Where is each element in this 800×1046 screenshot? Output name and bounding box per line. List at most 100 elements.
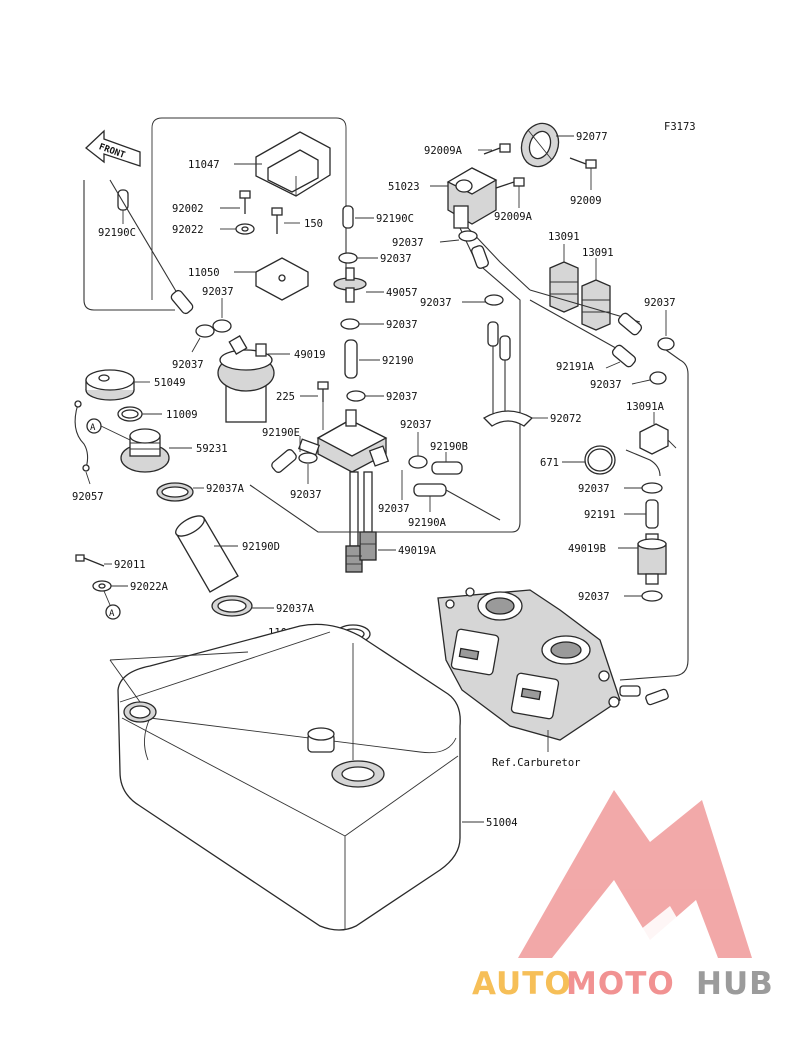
screw-92009 <box>569 157 597 169</box>
part-label-92037-a: 92037 <box>202 286 234 298</box>
screw-225 <box>317 381 329 402</box>
part-label-92190e: 92190E <box>262 427 300 439</box>
part-label-92190a: 92190A <box>408 517 447 529</box>
part-label-13091-a: 13091 <box>548 231 580 243</box>
hose-92190d <box>175 515 239 593</box>
part-label-92037-d: 92037 <box>386 319 418 331</box>
hose-segment-filter <box>170 289 194 315</box>
watermark-auto: AUTO <box>472 966 572 1002</box>
hose-92190 <box>344 339 358 379</box>
part-label-92037-b: 92037 <box>172 359 204 371</box>
part-label-92009a-top: 92009A <box>424 145 463 157</box>
part-label-671: 671 <box>540 457 559 469</box>
part-label-92037-f: 92037 <box>290 489 322 501</box>
part-label-49019a: 49019A <box>398 545 437 557</box>
part-label-92037-k: 92037 <box>644 297 676 309</box>
hose-92190a <box>413 483 447 497</box>
part-label-92009: 92009 <box>570 195 602 207</box>
part-label-92037-j: 92037 <box>420 297 452 309</box>
part-label-92002: 92002 <box>172 203 204 215</box>
hose-segment-right <box>611 312 643 368</box>
marker-a-1: A <box>86 418 102 434</box>
part-label-92077: 92077 <box>576 131 608 143</box>
bolt-150 <box>271 207 283 234</box>
fuel-filter-49019 <box>217 335 275 423</box>
hose-route-vertical <box>492 346 506 420</box>
part-label-13091a: 13091A <box>626 401 665 413</box>
part-label-92037a-1: 92037A <box>206 483 245 495</box>
fuel-tank-51004 <box>117 623 461 931</box>
part-label-49019b: 49019B <box>568 543 606 555</box>
clamp-92037-d <box>340 318 360 330</box>
watermark-logo-shape <box>518 790 752 958</box>
part-label-49019: 49019 <box>294 349 326 361</box>
clamp-92037-n <box>641 590 663 602</box>
bracket-11050 <box>255 257 309 301</box>
clamp-92037-f <box>298 452 318 464</box>
part-label-11047: 11047 <box>188 159 220 171</box>
hose-holder-13091-b <box>581 279 611 331</box>
part-label-92037-c: 92037 <box>380 253 412 265</box>
hose-holder-13091-a <box>549 261 579 313</box>
o-ring-671 <box>584 445 616 475</box>
part-label-92037-l: 92037 <box>590 379 622 391</box>
hose-route-bottom <box>249 420 521 533</box>
bolt-92002 <box>239 190 251 214</box>
hose-92190b <box>431 461 463 475</box>
part-label-92037-m: 92037 <box>578 483 610 495</box>
clamp-92037a-2 <box>211 595 253 617</box>
clamp-92037-g <box>408 455 428 469</box>
part-label-11050: 11050 <box>188 267 220 279</box>
automotohub-watermark: AUTO MOTO HUB <box>472 790 774 1002</box>
hose-route-left-2 <box>109 179 181 299</box>
inline-filter-49019b <box>637 533 667 585</box>
watermark-hub: HUB <box>696 966 774 1002</box>
hose-route-92190a <box>445 489 501 521</box>
part-label-92022a: 92022A <box>130 581 169 593</box>
washer-92022a <box>92 580 112 592</box>
part-label-92009a-low: 92009A <box>494 211 533 223</box>
bracket-group-frame <box>151 117 347 300</box>
hose-route-671 <box>625 449 661 477</box>
marker-a-1-text: A <box>90 423 96 433</box>
part-label-92191a: 92191A <box>556 361 595 373</box>
clamp-92037a-1 <box>156 482 194 502</box>
part-label-92011: 92011 <box>114 559 146 571</box>
hose-route-cock <box>459 227 521 420</box>
hose-route-left <box>83 180 175 311</box>
clamp-92037-k <box>657 337 675 351</box>
clamp-92037-a <box>212 319 232 333</box>
hose-segment-cock <box>471 245 489 269</box>
gasket-11009 <box>117 406 143 422</box>
marker-a-2: A <box>105 604 121 620</box>
part-label-92037-n: 92037 <box>578 591 610 603</box>
clamp-92037-b <box>195 324 215 338</box>
clamp-92037-l <box>649 371 667 385</box>
bolt-92011 <box>75 554 105 567</box>
part-label-92072: 92072 <box>550 413 582 425</box>
part-label-92022: 92022 <box>172 224 204 236</box>
screw-92009a-low <box>495 177 525 189</box>
part-label-13091-b: 13091 <box>582 247 614 259</box>
hose-92190c-mid <box>342 205 354 229</box>
fuel-cock-51023 <box>446 167 498 229</box>
part-label-11009: 11009 <box>166 409 198 421</box>
front-direction-arrow: FRONT <box>85 129 141 167</box>
part-label-92037-i: 92037 <box>392 237 424 249</box>
part-label-92190: 92190 <box>382 355 414 367</box>
clamp-92037-e <box>346 390 366 402</box>
ref-carburetor-note: Ref.Carburetor <box>492 757 581 769</box>
clamp-92037-m <box>641 482 663 494</box>
hose-92191 <box>645 499 659 529</box>
hose-holder-13091a <box>639 423 677 455</box>
clamp-92037-j <box>484 294 504 306</box>
part-label-92190c-mid: 92190C <box>376 213 414 225</box>
carburetor-assembly <box>437 587 669 741</box>
fuel-tee-valve <box>297 409 390 573</box>
clamp-92037-c <box>338 252 358 264</box>
figure-code: F3173 <box>664 121 696 133</box>
part-label-51004: 51004 <box>486 817 518 829</box>
knob-92077 <box>520 122 560 168</box>
strap-92057 <box>74 400 90 472</box>
